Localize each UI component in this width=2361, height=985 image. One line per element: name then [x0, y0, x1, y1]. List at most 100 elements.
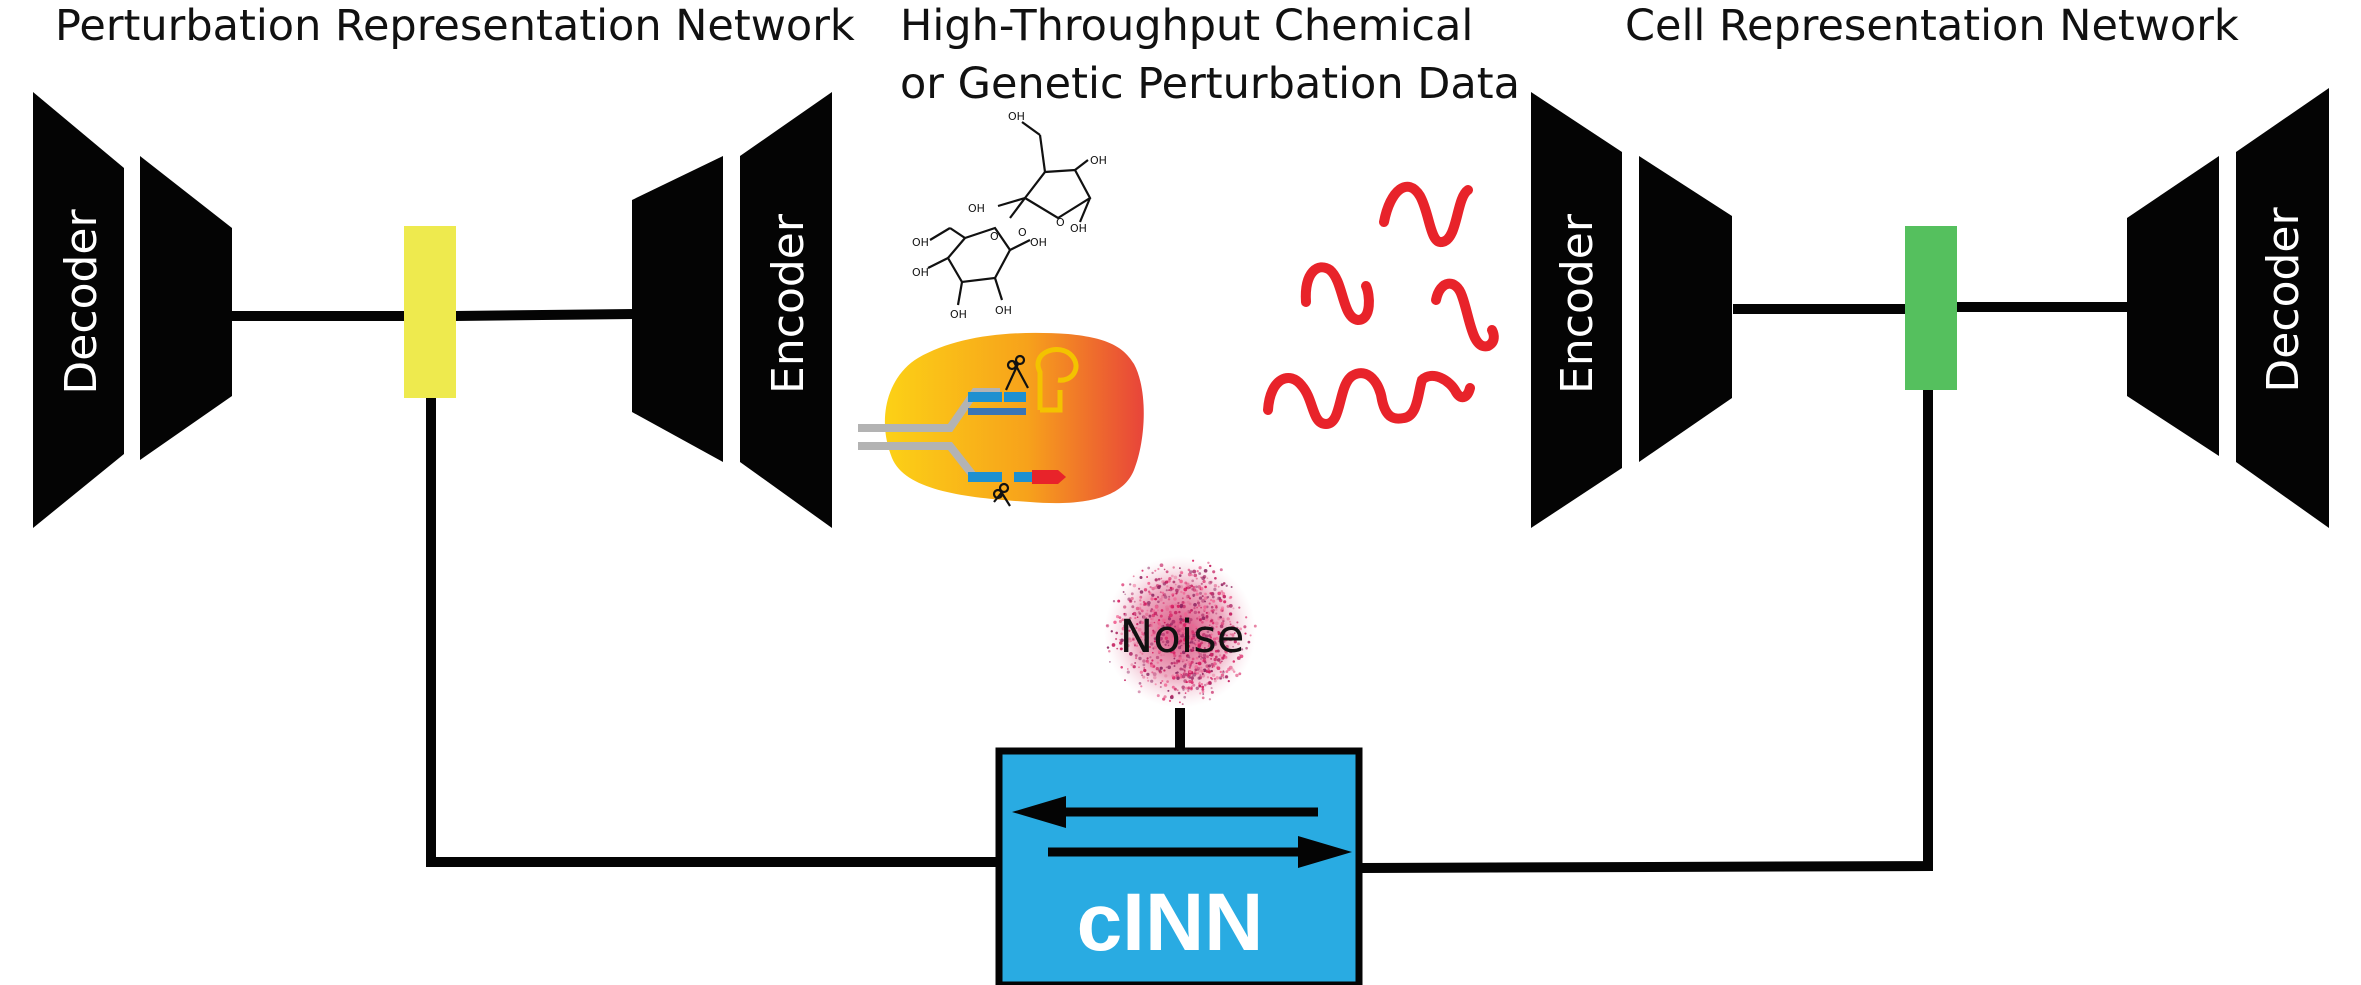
noise-particle — [1210, 619, 1213, 623]
noise-particle — [1143, 588, 1148, 592]
noise-particle — [1222, 594, 1227, 599]
noise-particle — [1212, 664, 1216, 668]
noise-particle — [1139, 608, 1142, 611]
noise-particle — [1208, 602, 1211, 605]
noise-particle — [1216, 649, 1220, 653]
noise-particle — [1118, 638, 1121, 641]
noise-particle — [1211, 595, 1215, 599]
noise-particle — [1161, 618, 1164, 621]
noise-particle — [1112, 600, 1116, 603]
noise-particle — [1191, 657, 1195, 661]
noise-particle — [1183, 642, 1185, 645]
noise-particle — [1155, 655, 1160, 660]
noise-particle — [1161, 580, 1165, 584]
noise-particle — [1198, 572, 1202, 575]
noise-particle — [1196, 668, 1199, 672]
noise-particle — [1191, 587, 1194, 591]
noise-particle — [1132, 665, 1136, 669]
noise-particle — [1195, 577, 1198, 580]
noise-particle — [1142, 663, 1146, 667]
left-encoder-label: Encoder — [763, 213, 814, 394]
noise-particle — [1192, 593, 1196, 597]
noise-particle — [1196, 599, 1200, 603]
noise-particle — [1206, 655, 1209, 659]
noise-particle — [1176, 604, 1181, 608]
noise-particle — [1158, 670, 1162, 674]
noise-particle — [1127, 638, 1132, 643]
noise-particle — [1165, 623, 1168, 626]
noise-particle — [1155, 667, 1159, 671]
noise-particle — [1165, 589, 1168, 592]
noise-particle — [1207, 561, 1210, 565]
noise-particle — [1166, 585, 1169, 588]
noise-particle — [1123, 624, 1127, 628]
noise-particle — [1125, 634, 1128, 637]
noise-particle — [1164, 636, 1169, 641]
noise-particle — [1144, 620, 1146, 622]
noise-particle — [1164, 580, 1169, 584]
noise-particle — [1171, 637, 1175, 641]
noise-particle — [1170, 593, 1174, 596]
noise-particle — [1222, 582, 1226, 585]
noise-particle — [1162, 697, 1166, 701]
noise-particle — [1119, 641, 1123, 645]
noise-particle — [1201, 690, 1205, 694]
noise-particle — [1170, 694, 1174, 698]
noise-particle — [1142, 675, 1146, 679]
noise-particle — [1189, 586, 1191, 589]
noise-particle — [1201, 599, 1205, 603]
right-arrow-icon — [1298, 836, 1352, 868]
noise-particle — [1208, 664, 1211, 668]
noise-particle — [1232, 607, 1235, 610]
noise-particle — [1195, 631, 1197, 634]
left-encoder-block — [740, 92, 832, 528]
noise-particle — [1132, 627, 1136, 631]
noise-particle — [1206, 577, 1209, 580]
crispr-cell-icon — [858, 332, 1144, 507]
noise-particle — [1164, 643, 1167, 646]
noise-particle — [1182, 604, 1186, 609]
noise-particle — [1152, 629, 1155, 632]
noise-particle — [1139, 599, 1142, 602]
noise-particle — [1196, 672, 1200, 675]
noise-particle — [1159, 614, 1163, 618]
noise-particle — [1146, 640, 1149, 643]
noise-particle — [1221, 609, 1224, 612]
noise-particle — [1184, 672, 1189, 677]
noise-particle — [1192, 569, 1197, 574]
noise-particle — [1231, 633, 1235, 637]
noise-particle — [1211, 611, 1215, 614]
noise-particle — [1213, 587, 1217, 591]
noise-particle — [1186, 617, 1189, 620]
noise-particle — [1230, 586, 1233, 588]
noise-particle — [1186, 600, 1190, 604]
noise-particle — [1201, 671, 1204, 674]
noise-particle — [1177, 659, 1181, 663]
noise-particle — [1154, 578, 1158, 582]
noise-particle — [1150, 608, 1154, 611]
noise-particle — [1154, 683, 1157, 686]
noise-particle — [1181, 645, 1185, 649]
noise-particle — [1236, 656, 1241, 660]
noise-particle — [1168, 610, 1172, 614]
noise-particle — [1179, 567, 1181, 569]
noise-particle — [1152, 651, 1154, 654]
noise-particle — [1158, 619, 1161, 622]
noise-particle — [1166, 680, 1169, 683]
noise-particle — [1197, 601, 1200, 605]
noise-particle — [1150, 597, 1154, 601]
noise-particle — [1171, 619, 1176, 624]
noise-particle — [1237, 636, 1240, 638]
noise-particle — [1156, 694, 1160, 698]
noise-particle — [1147, 603, 1151, 607]
noise-particle — [1168, 576, 1172, 581]
noise-particle — [1183, 659, 1186, 662]
noise-particle — [1179, 604, 1184, 608]
guide-rna-loop — [1035, 346, 1079, 410]
noise-particle — [1187, 596, 1190, 599]
noise-particle — [1198, 681, 1201, 684]
noise-particle — [1205, 611, 1208, 614]
noise-particle — [1231, 625, 1235, 629]
noise-particle — [1215, 636, 1219, 640]
